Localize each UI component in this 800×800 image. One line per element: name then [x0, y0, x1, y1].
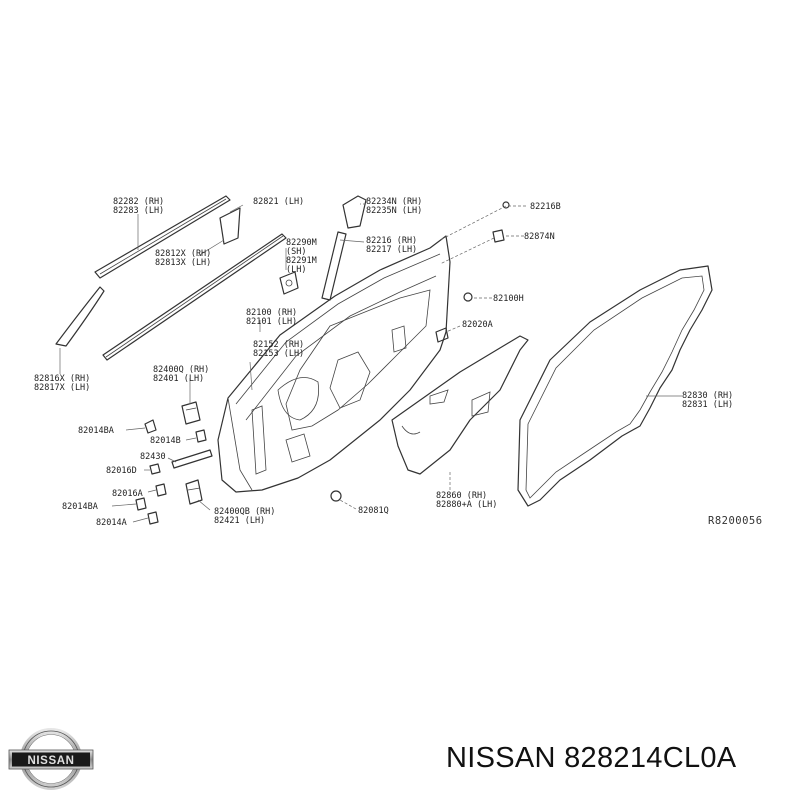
- part-82234N-channel: [342, 195, 367, 229]
- label-82014A: 82014A: [96, 518, 127, 528]
- label-82880A: 82880+A (LH): [436, 500, 497, 510]
- label-82290M: 82290M: [286, 238, 317, 248]
- label-82860: 82860 (RH): [436, 491, 487, 501]
- label-82100: 82100 (RH): [246, 308, 297, 318]
- leader-lines: [59, 203, 682, 523]
- label-82821: 82821 (LH): [253, 197, 304, 207]
- label-82401: 82401 (LH): [153, 374, 204, 384]
- part-82400QB-hinge: [185, 479, 203, 505]
- label-82216B: 82216B: [530, 202, 561, 212]
- part-82830-weatherstrip: [517, 265, 713, 507]
- label-82235N: 82235N (LH): [366, 206, 422, 216]
- label-82282: 82282 (RH): [113, 197, 164, 207]
- label-82874N: 82874N: [524, 232, 555, 242]
- label-SH: (SH): [286, 247, 306, 257]
- label-82081Q: 82081Q: [358, 506, 389, 516]
- part-82816X-corner-trim: [55, 286, 105, 347]
- label-82216: 82216 (RH): [366, 236, 417, 246]
- label-82830: 82830 (RH): [682, 391, 733, 401]
- label-82816X: 82816X (RH): [34, 374, 90, 384]
- part-82020A-clip: [435, 327, 449, 343]
- part-82282-sash-moulding: [94, 195, 231, 279]
- part-82100-door-panel: [217, 235, 451, 493]
- label-82430: 82430: [140, 452, 166, 462]
- label-82831: 82831 (LH): [682, 400, 733, 410]
- part-82014BA-2-bolt: [135, 497, 147, 511]
- label-82817X: 82817X (LH): [34, 383, 90, 393]
- part-82860-trim-panel: [391, 335, 529, 475]
- label-82014BA-2: 82014BA: [62, 502, 98, 512]
- label-82400QB: 82400QB (RH): [214, 507, 275, 517]
- part-82216B-clip: [502, 201, 510, 209]
- part-82430-check-link: [171, 449, 213, 469]
- part-number-caption: NISSAN 828214CL0A: [446, 742, 737, 774]
- label-82812X: 82812X (RH): [155, 249, 211, 259]
- label-82016D: 82016D: [106, 466, 137, 476]
- part-82014BA-bolt: [144, 419, 157, 434]
- part-82081Q-plug: [330, 490, 342, 502]
- label-82014BA-1: 82014BA: [78, 426, 114, 436]
- part-82290M-bracket: [279, 271, 299, 295]
- label-82234N: 82234N (RH): [366, 197, 422, 207]
- part-82400Q-hinge: [181, 401, 201, 425]
- part-82014B-bolt: [195, 429, 207, 443]
- label-82153: 82153 (LH): [253, 349, 304, 359]
- reference-code: R8200056: [708, 515, 763, 527]
- label-82813X: 82813X (LH): [155, 258, 211, 268]
- label-82101: 82101 (LH): [246, 317, 297, 327]
- logo-text: NISSAN: [27, 755, 74, 767]
- label-82291M: 82291M: [286, 256, 317, 266]
- part-82016A-bolt: [155, 483, 167, 497]
- nissan-logo-icon: NISSAN: [8, 728, 94, 790]
- label-82400Q: 82400Q (RH): [153, 365, 209, 375]
- part-82016D-bolt: [149, 463, 161, 475]
- part-82821-belt-moulding: [102, 233, 287, 361]
- label-82014B: 82014B: [150, 436, 181, 446]
- part-82812X-corner-piece: [219, 207, 241, 245]
- label-82217: 82217 (LH): [366, 245, 417, 255]
- part-82874N-clip: [492, 229, 505, 243]
- label-82152: 82152 (RH): [253, 340, 304, 350]
- part-82100H-grommet: [463, 292, 473, 302]
- label-82421: 82421 (LH): [214, 516, 265, 526]
- label-82016A: 82016A: [112, 489, 143, 499]
- label-LH: (LH): [286, 265, 306, 275]
- label-82283: 82283 (LH): [113, 206, 164, 216]
- part-82014A-bolt: [147, 511, 159, 525]
- label-82100H: 82100H: [493, 294, 524, 304]
- part-82216-sash-bar: [321, 231, 347, 301]
- label-82020A: 82020A: [462, 320, 493, 330]
